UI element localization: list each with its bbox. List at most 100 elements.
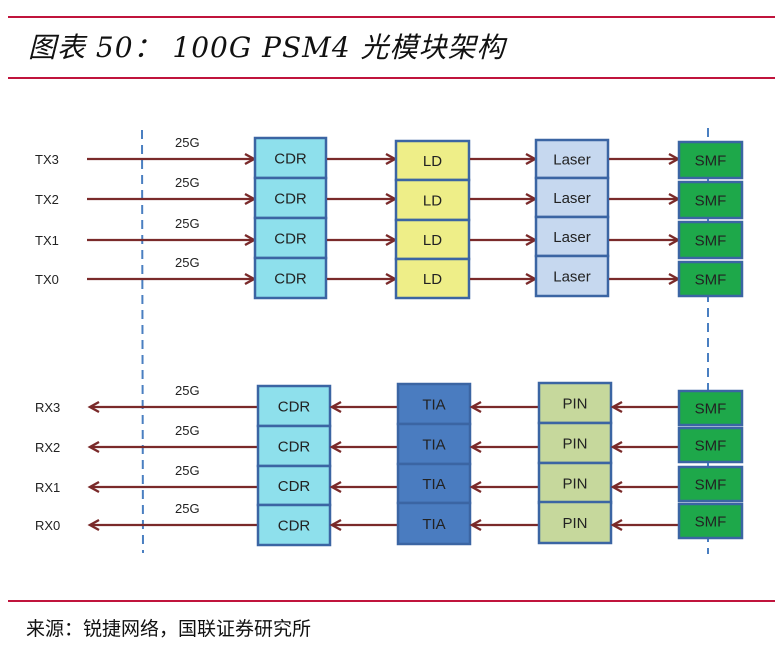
arrowhead-icon	[610, 400, 623, 414]
stage-block-laser: Laser	[534, 254, 610, 298]
stage-arrow	[609, 272, 681, 286]
channel-label: RX1	[35, 480, 60, 495]
arrowhead-icon	[87, 480, 100, 494]
stage-label: CDR	[274, 231, 307, 248]
arrowhead-icon	[610, 480, 623, 494]
arrowhead-icon	[87, 440, 100, 454]
stage-label: TIA	[422, 476, 445, 493]
stage-block-smf: SMF	[677, 465, 744, 503]
rate-label: 25G	[175, 501, 200, 516]
stage-label: PIN	[562, 515, 587, 532]
stage-box	[396, 501, 472, 546]
stage-arrow	[610, 400, 678, 414]
stage-label: LD	[423, 271, 442, 288]
stage-block-cdr: CDR	[256, 424, 332, 468]
stage-label: Laser	[553, 269, 591, 286]
arrowhead-icon	[329, 440, 342, 454]
arrowhead-icon	[469, 400, 482, 414]
stage-block-smf: SMF	[677, 220, 744, 260]
source-note: 来源：锐捷网络，国联证券研究所	[26, 618, 312, 640]
stage-arrow	[469, 440, 538, 454]
channel-label: TX3	[35, 152, 59, 167]
stage-box	[253, 256, 328, 300]
stage-block-smf: SMF	[677, 502, 744, 540]
stage-arrow	[327, 233, 398, 247]
stage-label: CDR	[278, 399, 311, 416]
stage-label: Laser	[553, 229, 591, 246]
stage-block-ld: LD	[394, 218, 471, 261]
stage-block-ld: LD	[394, 178, 471, 222]
stage-box	[677, 220, 744, 260]
stage-block-ld: LD	[394, 257, 471, 300]
stage-label: CDR	[274, 151, 307, 168]
footer-rule	[8, 600, 775, 602]
input-arrow	[87, 233, 257, 247]
output-arrow	[87, 518, 258, 532]
stage-label: SMF	[695, 477, 727, 494]
arrowhead-icon	[469, 518, 482, 532]
stage-label: PIN	[562, 436, 587, 453]
figure-title: 图表 50： 100G PSM4 光模块架构	[28, 31, 506, 64]
rate-label: 25G	[175, 383, 200, 398]
title-underline	[8, 77, 775, 79]
stage-arrow	[609, 233, 681, 247]
arrowhead-icon	[469, 480, 482, 494]
stage-block-tia: TIA	[396, 501, 472, 546]
arrowhead-icon	[87, 518, 100, 532]
stage-label: CDR	[278, 478, 311, 495]
stage-arrow	[609, 192, 681, 206]
output-arrow	[87, 480, 258, 494]
stage-label: Laser	[553, 190, 591, 207]
stage-box	[394, 257, 471, 300]
arrowhead-icon	[329, 400, 342, 414]
stage-label: CDR	[278, 439, 311, 456]
stage-block-smf: SMF	[677, 426, 744, 464]
stage-arrow	[470, 233, 538, 247]
stage-box	[677, 465, 744, 503]
stage-block-smf: SMF	[677, 140, 744, 180]
stage-label: SMF	[695, 514, 727, 531]
stage-label: LD	[423, 153, 442, 170]
stage-box	[253, 176, 328, 220]
arrowhead-icon	[329, 480, 342, 494]
stage-label: SMF	[695, 272, 727, 289]
stage-label: PIN	[562, 396, 587, 413]
stage-arrow	[470, 152, 538, 166]
stage-block-cdr: CDR	[256, 464, 332, 507]
stage-label: PIN	[562, 476, 587, 493]
stage-label: SMF	[695, 233, 727, 250]
stage-box	[537, 381, 613, 425]
stage-arrow	[329, 518, 397, 532]
rate-label: 25G	[175, 135, 200, 150]
stage-arrow	[470, 272, 538, 286]
arrowhead-icon	[329, 518, 342, 532]
stage-arrow	[610, 480, 678, 494]
stage-label: TIA	[422, 516, 445, 533]
stage-box	[537, 500, 613, 545]
stage-arrow	[327, 192, 398, 206]
stage-arrow	[469, 518, 538, 532]
stage-block-cdr: CDR	[253, 136, 328, 180]
stage-arrow	[469, 480, 538, 494]
stage-arrow	[327, 152, 398, 166]
stage-arrow	[470, 192, 538, 206]
input-arrow	[87, 152, 257, 166]
stage-block-smf: SMF	[677, 389, 744, 427]
rate-label: 25G	[175, 216, 200, 231]
stage-box	[256, 503, 332, 547]
rate-label: 25G	[175, 255, 200, 270]
stage-box	[677, 502, 744, 540]
stage-box	[394, 178, 471, 222]
stage-block-cdr: CDR	[253, 216, 328, 260]
stage-label: CDR	[278, 518, 311, 535]
stage-block-pin: PIN	[537, 500, 613, 545]
stage-box	[534, 254, 610, 298]
stage-label: TIA	[422, 397, 445, 414]
